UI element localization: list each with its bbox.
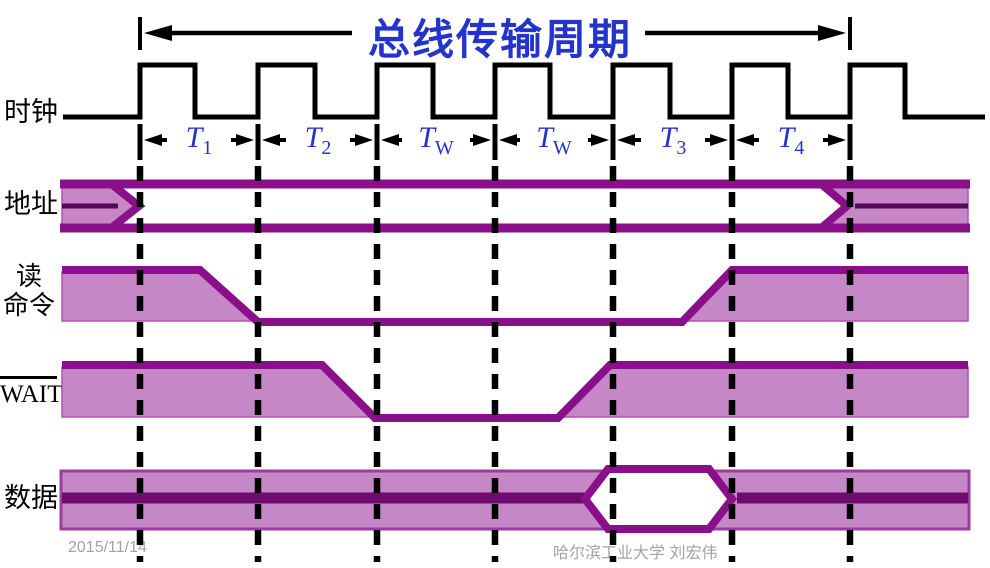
interval-t1-sub: 1 xyxy=(202,137,213,159)
interval-t2-sub: 2 xyxy=(321,137,332,159)
cycle-right-tick xyxy=(848,17,852,50)
footer-credit: 哈尔滨工业大学 刘宏伟 xyxy=(553,545,718,562)
read-command-signal-label: 读 命令 xyxy=(0,262,58,320)
read-command-label-line2: 命令 xyxy=(2,290,55,320)
interval-label-t1: T1 xyxy=(159,121,239,158)
interval-label-tw2: TW xyxy=(514,121,594,158)
interval-t3-sub: 3 xyxy=(676,137,687,159)
period-boundary-dashed-lines xyxy=(136,166,854,562)
data-valid-hexagon xyxy=(579,465,738,533)
interval-tw1-base: T xyxy=(418,121,435,154)
clock-signal-label: 时钟 xyxy=(4,97,58,127)
address-waveform xyxy=(60,179,970,233)
wait-overline xyxy=(0,376,57,379)
interval-label-tw1: TW xyxy=(396,121,476,158)
interval-t2-base: T xyxy=(304,121,322,154)
wait-waveform xyxy=(61,361,969,422)
footer-date: 2015/11/14 xyxy=(68,539,147,556)
interval-t4-base: T xyxy=(777,121,795,154)
interval-tw2-base: T xyxy=(536,121,553,154)
interval-tw1-sub: W xyxy=(434,137,454,159)
data-waveform xyxy=(59,465,971,533)
interval-label-t3: T3 xyxy=(633,121,713,158)
address-signal-label: 地址 xyxy=(4,189,58,219)
interval-t3-base: T xyxy=(659,121,677,154)
data-signal-label: 数据 xyxy=(4,483,58,513)
read-command-waveform xyxy=(61,266,969,326)
clock-waveform xyxy=(63,62,985,120)
address-close-chevron-icon xyxy=(817,179,854,233)
interval-tw2-sub: W xyxy=(552,137,572,159)
cycle-right-arrowhead-icon xyxy=(818,25,846,41)
interval-label-t2: T2 xyxy=(278,121,358,158)
page-title: 总线传输周期 xyxy=(367,18,632,64)
cycle-left-arrowhead-icon xyxy=(144,25,172,41)
address-open-chevron-icon xyxy=(107,179,146,233)
interval-t1-base: T xyxy=(185,121,203,154)
wait-signal-label: WAIT xyxy=(0,381,63,408)
interval-label-t4: T4 xyxy=(751,121,831,158)
read-command-label-line1: 读 xyxy=(15,262,42,291)
cycle-left-tick xyxy=(138,17,142,50)
interval-t4-sub: 4 xyxy=(794,137,805,159)
interval-arrows xyxy=(137,124,853,160)
